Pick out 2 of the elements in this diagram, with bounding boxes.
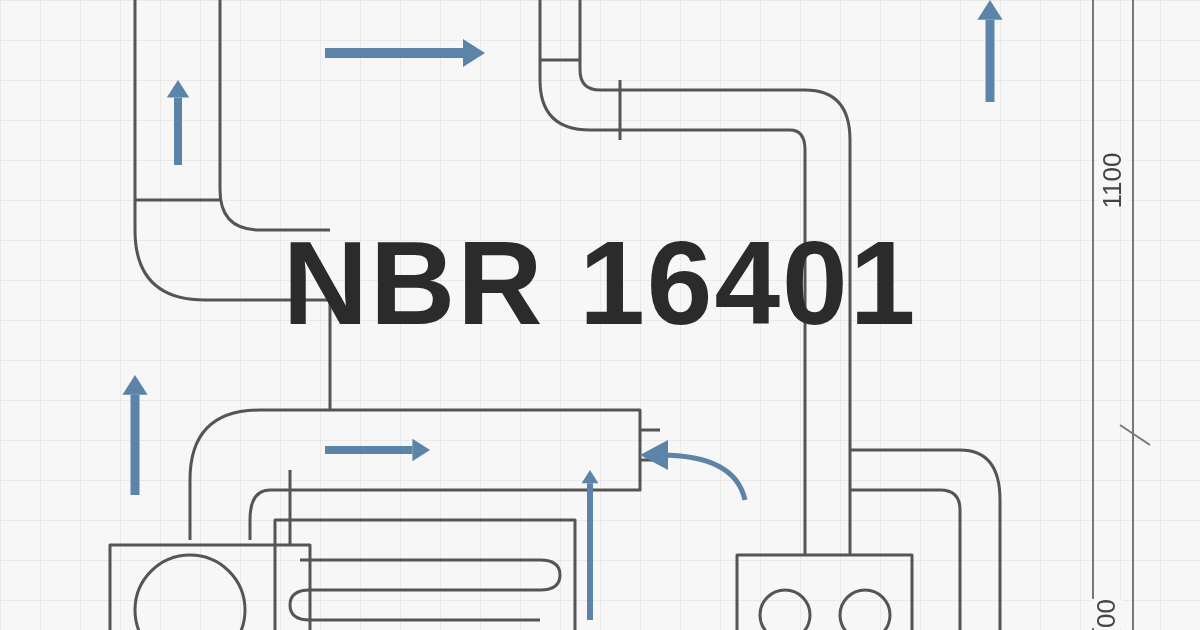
dimension-label: 1100 — [1097, 152, 1129, 209]
dimension-label: 00 — [1090, 599, 1122, 628]
